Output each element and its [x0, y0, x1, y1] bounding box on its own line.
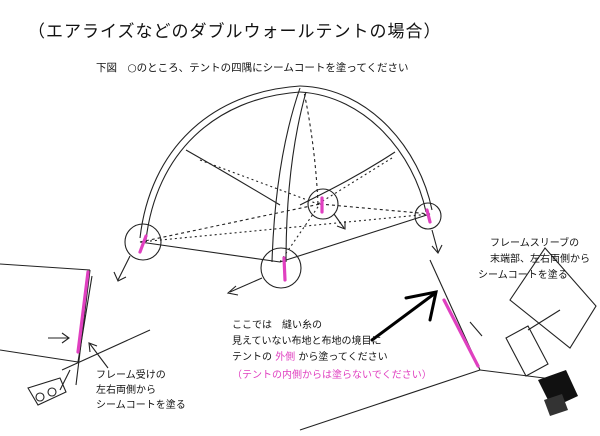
left-detail-strap	[59, 369, 71, 391]
pole-front-inner	[285, 91, 307, 263]
note-left-line-2: 左右両側から	[96, 385, 156, 396]
tent-floor-back-left	[139, 203, 321, 243]
right-detail-clip	[538, 370, 578, 408]
circle-marker-icon	[414, 202, 442, 230]
right-detail-connector	[505, 325, 549, 377]
tent-floor-diagonal-2	[279, 203, 321, 263]
arrow-icon	[113, 255, 131, 282]
note-center-pre: テントの	[232, 352, 272, 363]
note-center-line-3: テントの 外側 から塗ってください	[232, 352, 388, 365]
pole-right-outer	[299, 85, 433, 211]
tent-inner-guy-left	[199, 159, 319, 205]
page-title: （エアライズなどのダブルウォールテントの場合）	[28, 22, 442, 42]
pole-back	[303, 91, 319, 205]
note-left-line-3: シームコートを塗る	[96, 400, 186, 411]
seam-highlight	[282, 256, 287, 282]
note-center-line-2: 見えていない布地と布地の境目に	[232, 336, 382, 347]
seam-highlight	[76, 270, 90, 354]
right-detail-ground	[299, 369, 481, 431]
tent-floor-outline	[139, 213, 431, 263]
left-detail-grommet	[47, 387, 57, 397]
left-detail-guide	[77, 275, 93, 363]
note-center-outer: 外側	[275, 352, 296, 363]
note-center-line-1: ここでは 縫い糸の	[232, 320, 322, 331]
circle-marker-icon	[124, 223, 162, 261]
left-detail-edge-bottom	[0, 349, 79, 363]
tent-floor-diagonal	[139, 213, 431, 243]
note-right-line-3: シームコートを塗る	[478, 270, 568, 281]
arrow-icon	[48, 332, 70, 344]
seam-highlight	[138, 234, 148, 254]
left-detail-seam-line	[75, 269, 91, 386]
note-right-line-1: フレームスリーブの	[490, 238, 580, 249]
right-detail-sleeve	[509, 247, 597, 349]
note-left-line-1: フレーム受けの	[96, 370, 166, 381]
right-detail-clip-lower	[544, 394, 568, 416]
pole-left-inner	[145, 91, 301, 241]
left-detail-slope	[61, 329, 151, 371]
pole-front-outer	[271, 87, 301, 263]
arrow-icon	[88, 342, 109, 369]
seam-highlight	[425, 208, 432, 224]
arrow-icon	[333, 213, 346, 230]
seam-highlight	[442, 298, 480, 368]
circle-marker-icon	[260, 247, 302, 289]
arrow-icon	[431, 229, 443, 254]
circle-marker-icon	[307, 188, 339, 220]
left-detail-grommet	[35, 392, 45, 402]
note-center-warning: （テントの内側からは塗らないでください）	[232, 370, 432, 381]
tent-canopy-right	[299, 151, 396, 206]
arrow-icon	[370, 290, 438, 342]
pole-right-inner	[299, 91, 427, 213]
tent-canopy-left	[185, 149, 281, 206]
note-center-post: から塗ってください	[298, 352, 388, 363]
right-detail-pointer	[469, 321, 483, 337]
arrow-icon	[226, 277, 263, 296]
left-detail-receptacle	[27, 377, 67, 406]
right-detail-pole	[527, 309, 561, 331]
page-subtitle: 下図 ○のところ、テントの四隅にシームコートを塗ってください	[96, 62, 409, 74]
left-detail-edge-top	[0, 263, 91, 271]
pole-left-outer	[139, 85, 301, 239]
tent-inner-guy-right	[317, 157, 393, 205]
tent-floor-back-right	[319, 203, 431, 215]
note-right-line-2: 末端部、左右両側から	[490, 254, 590, 265]
